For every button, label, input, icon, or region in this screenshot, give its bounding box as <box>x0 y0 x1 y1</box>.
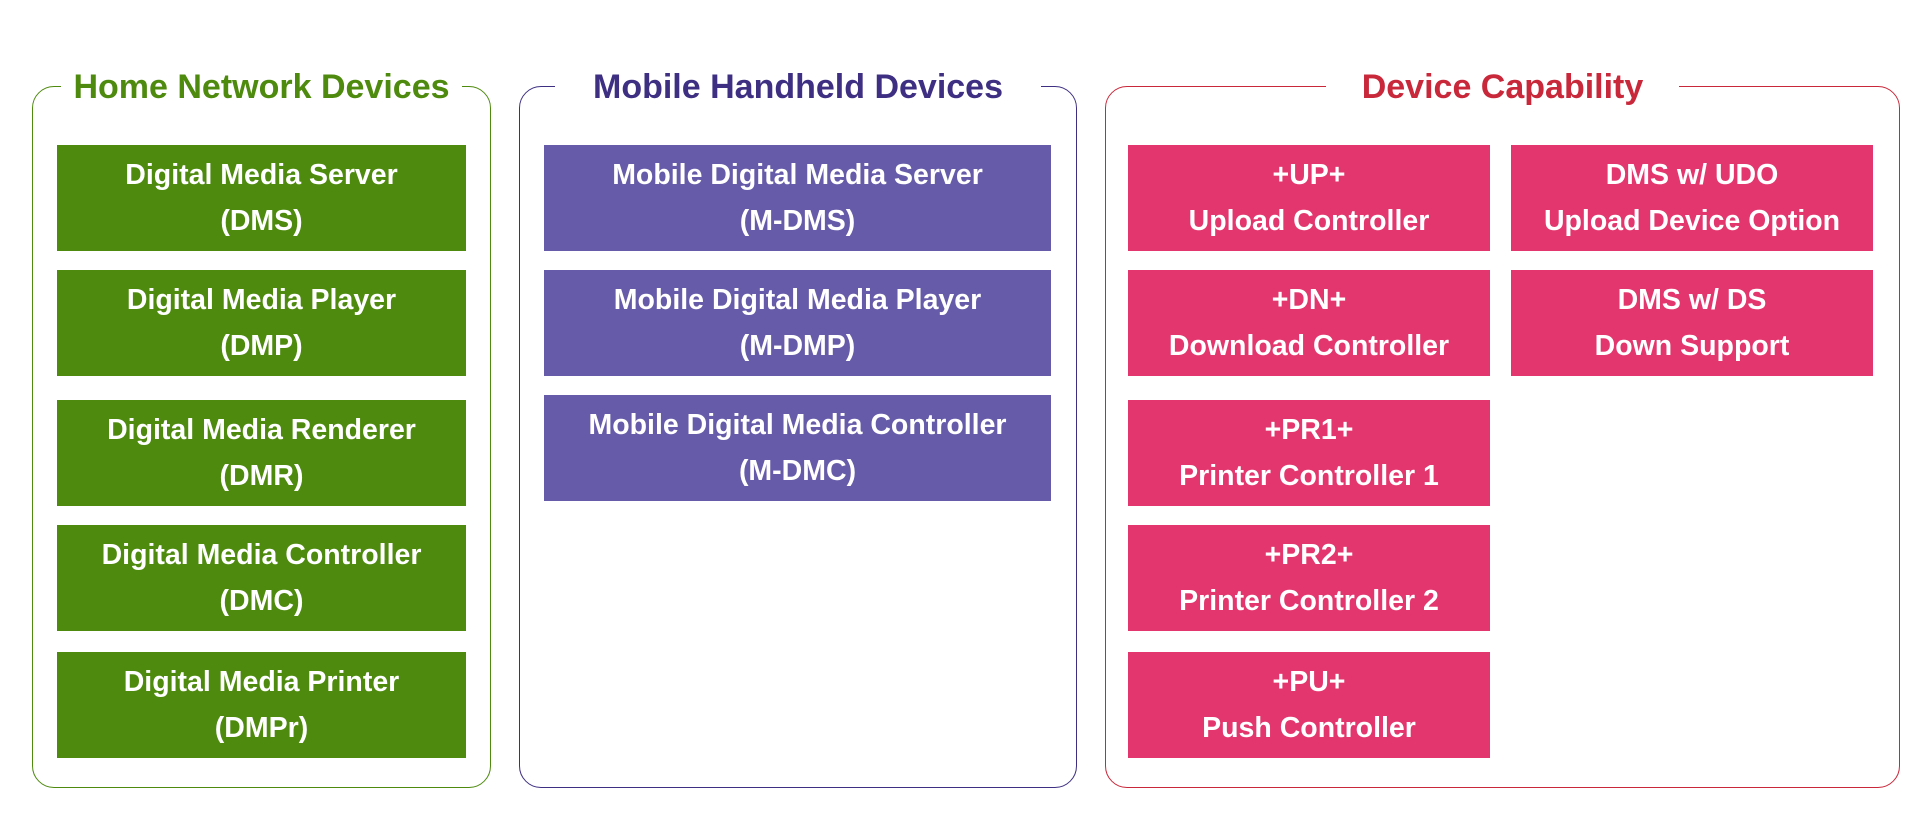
dmr-abbr: (DMR) <box>219 460 304 492</box>
m-dmp-abbr: (M-DMP) <box>739 330 856 362</box>
dms-ds-name: Down Support <box>1594 330 1790 362</box>
push-controller-name: Push Controller <box>1202 712 1416 744</box>
dmp-abbr: (DMP) <box>220 330 303 362</box>
printer-controller-2-name: Printer Controller 2 <box>1179 585 1439 617</box>
push-controller-box: +PU+ Push Controller <box>1128 652 1490 758</box>
upload-controller-box: +UP+ Upload Controller <box>1128 145 1490 251</box>
dmc-abbr: (DMC) <box>219 585 304 617</box>
download-controller-box: +DN+ Download Controller <box>1128 270 1490 376</box>
mobile-handheld-devices-title: Mobile Handheld Devices <box>555 65 1041 109</box>
m-dmc-name: Mobile Digital Media Controller <box>588 409 1007 441</box>
dmp-box: Digital Media Player (DMP) <box>57 270 466 376</box>
download-controller-name: Download Controller <box>1168 330 1450 362</box>
m-dmp-name: Mobile Digital Media Player <box>613 284 982 316</box>
printer-controller-1-code: +PR1+ <box>1264 414 1354 446</box>
dmp-name: Digital Media Player <box>126 284 397 316</box>
m-dmc-abbr: (M-DMC) <box>738 455 857 487</box>
dms-udo-code: DMS w/ UDO <box>1605 159 1779 191</box>
m-dms-name: Mobile Digital Media Server <box>612 159 983 191</box>
printer-controller-2-box: +PR2+ Printer Controller 2 <box>1128 525 1490 631</box>
device-capability-title: Device Capability <box>1325 65 1680 109</box>
dmpr-abbr: (DMPr) <box>214 712 309 744</box>
dms-name: Digital Media Server <box>125 159 398 191</box>
dmc-name: Digital Media Controller <box>101 539 422 571</box>
upload-controller-code: +UP+ <box>1272 159 1346 191</box>
download-controller-code: +DN+ <box>1271 284 1347 316</box>
printer-controller-2-code: +PR2+ <box>1264 539 1354 571</box>
home-network-devices-title: Home Network Devices <box>61 65 462 109</box>
m-dmc-box: Mobile Digital Media Controller (M-DMC) <box>544 395 1051 501</box>
dms-box: Digital Media Server (DMS) <box>57 145 466 251</box>
m-dms-abbr: (M-DMS) <box>739 205 856 237</box>
dmpr-name: Digital Media Printer <box>123 666 400 698</box>
push-controller-code: +PU+ <box>1272 666 1346 698</box>
dms-ds-box: DMS w/ DS Down Support <box>1511 270 1873 376</box>
m-dms-box: Mobile Digital Media Server (M-DMS) <box>544 145 1051 251</box>
printer-controller-1-box: +PR1+ Printer Controller 1 <box>1128 400 1490 506</box>
printer-controller-1-name: Printer Controller 1 <box>1179 460 1439 492</box>
dms-abbr: (DMS) <box>220 205 303 237</box>
dmpr-box: Digital Media Printer (DMPr) <box>57 652 466 758</box>
dmr-box: Digital Media Renderer (DMR) <box>57 400 466 506</box>
dms-udo-box: DMS w/ UDO Upload Device Option <box>1511 145 1873 251</box>
dmr-name: Digital Media Renderer <box>107 414 416 446</box>
dms-ds-code: DMS w/ DS <box>1617 284 1767 316</box>
upload-controller-name: Upload Controller <box>1188 205 1430 237</box>
m-dmp-box: Mobile Digital Media Player (M-DMP) <box>544 270 1051 376</box>
dms-udo-name: Upload Device Option <box>1543 205 1841 237</box>
dmc-box: Digital Media Controller (DMC) <box>57 525 466 631</box>
